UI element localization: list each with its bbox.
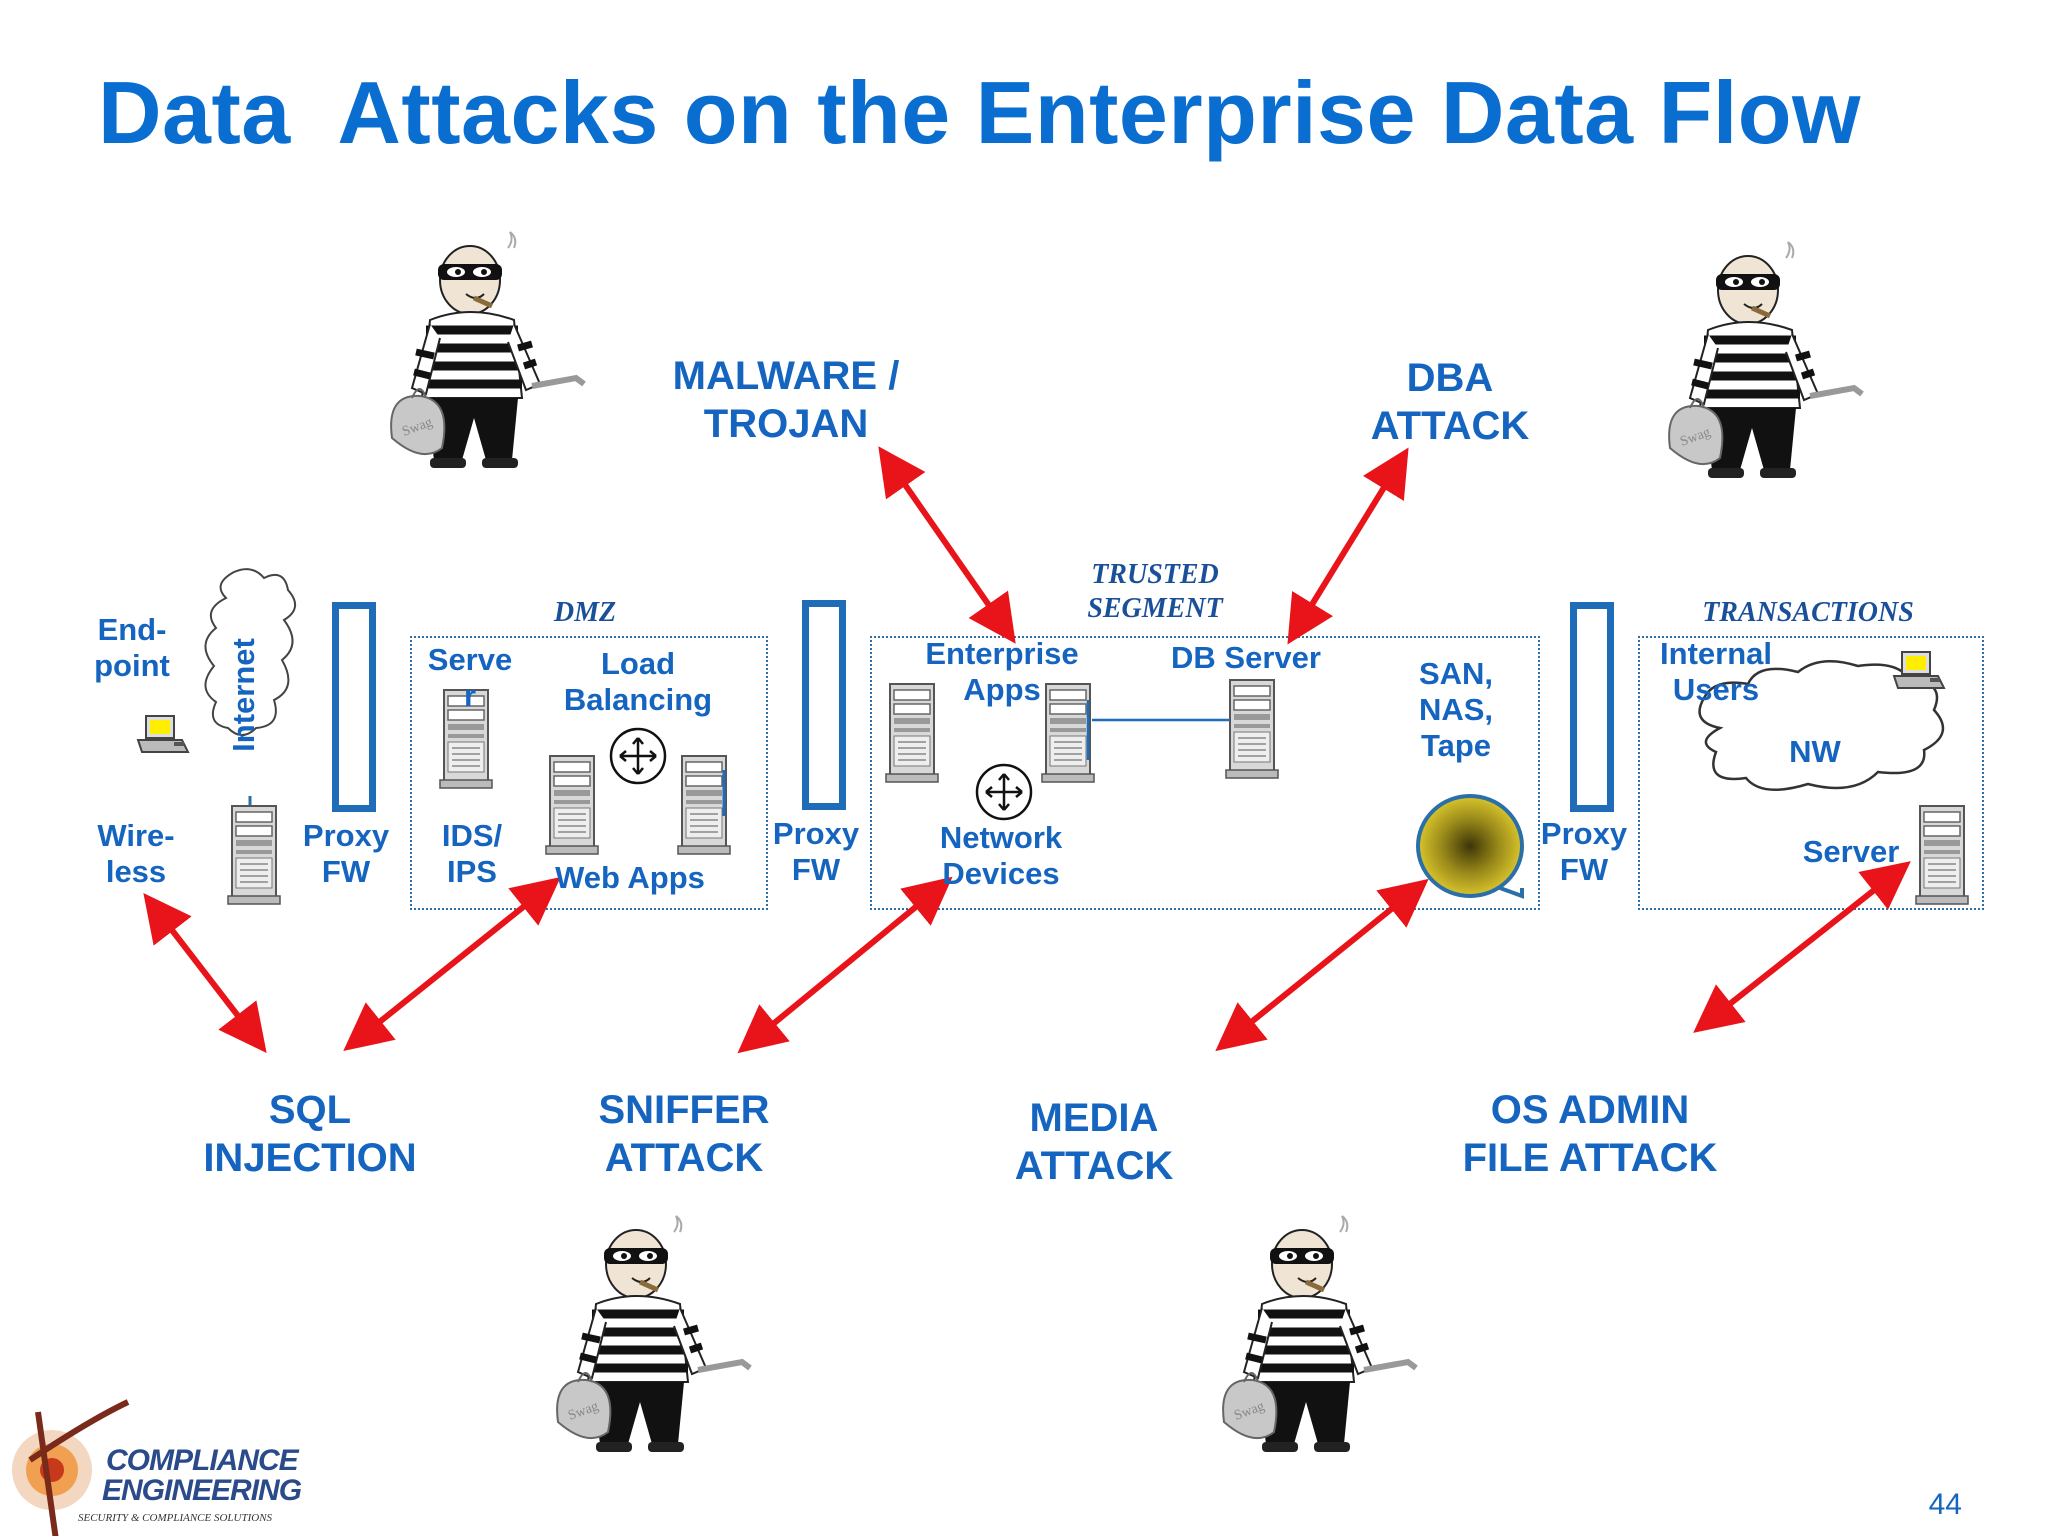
page-number: 44 <box>1928 1488 1962 1521</box>
attack-label-os-admin-file: OS ADMIN FILE ATTACK <box>1462 1088 1718 1180</box>
slide-title: Data Attacks on the Enterprise Data Flow <box>98 63 1861 162</box>
label-proxy-fw-2: Proxy FW <box>772 816 860 887</box>
attack-label-media: MEDIA ATTACK <box>1014 1096 1174 1188</box>
firewall-3 <box>1570 602 1614 812</box>
logo-text-compliance: COMPLIANCE <box>106 1444 299 1477</box>
internet-cloud-icon <box>204 568 296 736</box>
server-icon-web-apps-1 <box>545 755 599 855</box>
server-icon-db-server <box>1225 679 1279 779</box>
zone-label-transactions: TRANSACTIONS <box>1702 597 1914 628</box>
thief-icon-bottom-right <box>1223 1216 1416 1452</box>
label-network-devices: Network Devices <box>939 820 1063 891</box>
label-internal-users: Internal Users <box>1660 636 1772 707</box>
dmz-zone <box>410 636 768 910</box>
attack-label-malware-trojan: MALWARE / TROJAN <box>672 354 900 446</box>
storage-disk-icon <box>1416 794 1524 899</box>
label-endpoint: End- point <box>94 612 170 683</box>
trusted-segment-zone <box>870 636 1540 910</box>
logo-text-engineering: ENGINEERING <box>102 1474 302 1507</box>
server-icon-right <box>1915 805 1969 905</box>
label-server-dmz: Serve r <box>427 642 513 713</box>
logo-text-tagline: SECURITY & COMPLIANCE SOLUTIONS <box>78 1512 273 1524</box>
arrow-dba <box>1287 447 1409 645</box>
zone-label-dmz: DMZ <box>553 597 617 628</box>
arrow-sniffer <box>737 876 953 1054</box>
label-wireless: Wire- less <box>97 818 175 889</box>
router-icon-network-devices <box>975 763 1033 821</box>
label-server-right: Server <box>1802 834 1900 869</box>
label-load-balancing: Load Balancing <box>563 646 713 717</box>
label-db-server: DB Server <box>1171 640 1321 675</box>
thief-icon-bottom-left <box>557 1216 750 1452</box>
router-icon-load-balancing <box>609 727 667 785</box>
thief-icon-top-right <box>1669 242 1862 478</box>
attack-arrows <box>143 446 1911 1054</box>
zone-label-trusted-segment: TRUSTED SEGMENT <box>1087 559 1223 624</box>
label-san-nas-tape: SAN, NAS, Tape <box>1418 656 1494 763</box>
label-proxy-fw-3: Proxy FW <box>1540 816 1628 887</box>
pc-icon-endpoint <box>137 715 189 753</box>
firewall-2 <box>802 600 846 810</box>
pc-icon-internal-users <box>1893 651 1945 689</box>
label-web-apps: Web Apps <box>555 860 705 895</box>
arrow-media <box>1215 878 1429 1052</box>
label-proxy-fw-1: Proxy FW <box>302 818 390 889</box>
attack-label-sniffer: SNIFFER ATTACK <box>598 1088 770 1180</box>
arrow-sql-web-apps <box>343 877 561 1051</box>
firewall-1 <box>332 602 376 812</box>
thief-icon-top-left <box>391 232 584 468</box>
label-nw: NW <box>1789 734 1841 769</box>
compliance-engineering-logo <box>12 1399 130 1536</box>
attack-label-dba: DBA ATTACK <box>1370 356 1530 448</box>
arrow-os-admin <box>1693 861 1911 1033</box>
arrow-sql-wireless <box>143 892 267 1054</box>
nw-cloud-icon <box>1698 660 1945 791</box>
arrow-malware <box>878 446 1016 644</box>
server-icon-web-apps-2 <box>677 755 731 855</box>
attack-label-sql-injection: SQL INJECTION <box>203 1088 417 1180</box>
label-internet: Internet <box>226 638 261 752</box>
label-enterprise-apps: Enterprise Apps <box>925 636 1079 707</box>
label-ids-ips: IDS/ IPS <box>441 818 503 889</box>
server-icon-wireless <box>227 805 281 905</box>
